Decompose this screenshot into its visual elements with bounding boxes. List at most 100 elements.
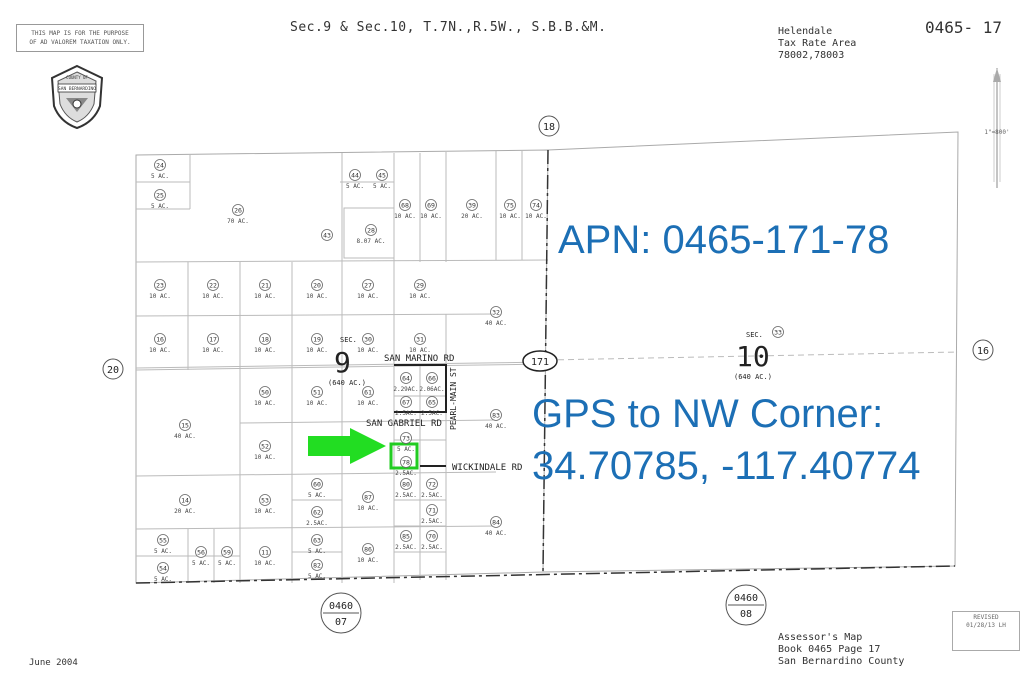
parcel-number: 86 <box>364 546 372 554</box>
parcel-number: 85 <box>402 533 410 541</box>
parcel-acreage: 10 AC. <box>254 560 276 567</box>
subject-parcel-highlight <box>389 442 419 470</box>
parcel-number: 68 <box>401 202 409 210</box>
parcel-number-circle <box>772 326 784 338</box>
parcel-acreage: 10 AC. <box>202 293 224 300</box>
parcel-number: 30 <box>364 336 372 344</box>
parcel-number: 27 <box>364 282 372 290</box>
north-arrow-icon: 1"=800' <box>984 68 1010 188</box>
parcel-number-circle <box>362 333 374 345</box>
parcel-acreage: 10 AC. <box>254 400 276 407</box>
parcel-acreage: 10 AC. <box>306 347 328 354</box>
parcel-acreage: 5 AC. <box>346 183 364 190</box>
parcel-number-circle <box>414 279 426 291</box>
parcel-acreage: 5 AC. <box>308 573 326 580</box>
parcel-number-circle <box>349 169 361 181</box>
parcel-acreage: 2.5AC. <box>395 492 417 499</box>
parcel-acreage: 2.29AC. <box>393 386 418 393</box>
tax-area-name: Helendale <box>778 26 833 37</box>
parcel-acreage: 40 AC. <box>174 433 196 440</box>
parcel-acreage: 10 AC. <box>149 293 171 300</box>
parcel-number-circle <box>362 543 374 555</box>
parcel-acreage: 2.06AC. <box>419 386 444 393</box>
parcel-acreage: 10 AC. <box>357 505 379 512</box>
adjacent-right-circle <box>972 339 994 361</box>
parcel-number: 33 <box>774 329 782 337</box>
parcel-number-circle <box>426 478 438 490</box>
parcel-number-circle <box>259 386 271 398</box>
sec9-area: (640 AC.) <box>328 379 366 387</box>
seal-top-text: COUNTY OF <box>66 75 88 80</box>
parcel-acreage: 40 AC. <box>485 530 507 537</box>
parcel-number: 55 <box>159 537 167 545</box>
parcel-number: 29 <box>416 282 424 290</box>
parcel-number-circle <box>157 562 169 574</box>
parcel-number: 17 <box>209 336 217 344</box>
sec10-area: (640 AC.) <box>734 373 772 381</box>
parcel-acreage: 2.5AC. <box>421 544 443 551</box>
parcel-number: 72 <box>428 481 436 489</box>
gps-label: GPS to NW Corner: 34.70785, -117.40774 <box>532 388 921 492</box>
parcel-number-circle <box>362 386 374 398</box>
map-date: June 2004 <box>29 658 78 668</box>
parcel-number: 26 <box>234 207 242 215</box>
parcel-number-circle <box>207 333 219 345</box>
seal-text: SAN BERNARDINO <box>58 86 96 92</box>
parcel-number-circle <box>414 333 426 345</box>
parcel-number-circle <box>425 199 437 211</box>
parcel-number-circle <box>195 546 207 558</box>
parcel-number: 32 <box>492 309 500 317</box>
sec10-abbr: SEC. <box>746 331 763 339</box>
parcel-number-circle <box>466 199 478 211</box>
parcel-number: 67 <box>402 399 410 407</box>
parcel-acreage: 10 AC. <box>254 454 276 461</box>
parcel-number: 52 <box>261 443 269 451</box>
parcel-number: 39 <box>468 202 476 210</box>
parcel-acreage: 2.5AC. <box>395 470 417 477</box>
page-number: 0465- 17 <box>925 18 1003 37</box>
parcel-number: 23 <box>156 282 164 290</box>
parcel-acreage: 5 AC. <box>218 560 236 567</box>
parcel-number: 70 <box>428 533 436 541</box>
parcel-acreage: 10 AC. <box>202 347 224 354</box>
parcel-number: 28 <box>367 227 375 235</box>
parcel-number: 44 <box>351 172 359 180</box>
parcel-number-circle <box>259 279 271 291</box>
road-san-marino: SAN MARINO RD <box>384 354 454 364</box>
adjacent-left-circle <box>102 358 124 380</box>
parcel-acreage: 10 AC. <box>357 557 379 564</box>
block-number: 171 <box>531 357 549 368</box>
parcel-acreage: 10 AC. <box>254 508 276 515</box>
revised-date: 01/28/13 LH <box>966 622 1006 629</box>
parcel-number-circle <box>154 189 166 201</box>
parcel-number: 45 <box>378 172 386 180</box>
parcel-number: 60 <box>313 481 321 489</box>
parcel-acreage: 5 AC. <box>373 183 391 190</box>
parcel-acreage: 40 AC. <box>485 423 507 430</box>
parcel-number: 16 <box>156 336 164 344</box>
revised-label: REVISED <box>973 614 999 621</box>
footer-info: Assessor's Map Book 0465 Page 17 San Ber… <box>778 632 904 668</box>
parcel-acreage: 5 AC. <box>154 576 172 583</box>
adjacent-bottom-right-page: 08 <box>740 609 752 620</box>
parcel-number-circle <box>426 504 438 516</box>
parcel-acreage: 5 AC. <box>308 492 326 499</box>
parcel-number-circle <box>259 494 271 506</box>
parcel-number-circle <box>400 396 412 408</box>
parcel-number: 71 <box>428 507 436 515</box>
parcel-number: 20 <box>313 282 321 290</box>
adjacent-bottom-right-book: 0460 <box>734 593 758 604</box>
parcel-acreage: 10 AC. <box>149 347 171 354</box>
parcel-number: 66 <box>428 375 436 383</box>
parcel-acreage: 10 AC. <box>394 213 416 220</box>
parcel-number: 51 <box>313 389 321 397</box>
adjacent-bottom-left-page: 07 <box>335 617 347 628</box>
disclaimer-line-2: OF AD VALOREM TAXATION ONLY. <box>29 39 131 46</box>
parcel-acreage: 10 AC. <box>499 213 521 220</box>
parcel-number: 73 <box>402 435 410 443</box>
parcel-number: 64 <box>402 375 410 383</box>
parcel-acreage: 10 AC. <box>409 347 431 354</box>
parcel-number-circle <box>426 396 438 408</box>
